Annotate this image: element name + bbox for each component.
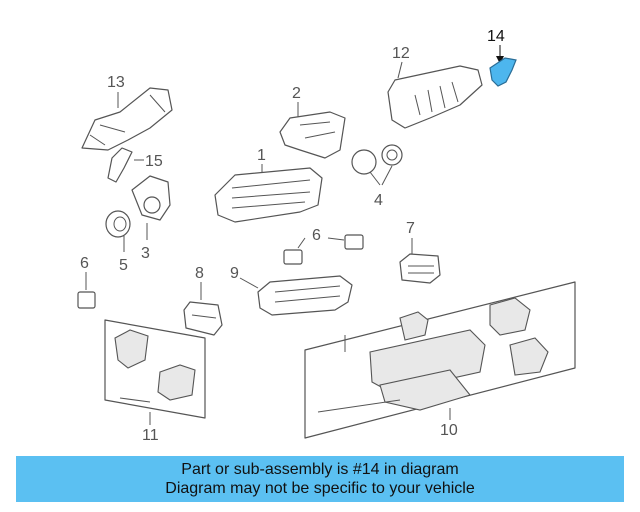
callout-6-left: 6	[80, 255, 89, 272]
part-4-round-vents[interactable]	[351, 144, 403, 175]
part-15-clip[interactable]	[107, 147, 133, 183]
callout-5-left: 5	[119, 257, 128, 274]
callout-8: 8	[195, 265, 204, 282]
part-8-vent[interactable]	[183, 301, 223, 336]
info-banner: Part or sub-assembly is #14 in diagram D…	[16, 456, 624, 502]
part-10-assembly-box[interactable]	[304, 281, 576, 439]
part-1-center-vent[interactable]	[214, 167, 323, 223]
callout-11: 11	[142, 427, 159, 444]
part-3-housing[interactable]	[131, 175, 171, 221]
part-2-bracket[interactable]	[279, 111, 346, 159]
callout-10: 10	[440, 422, 458, 439]
callout-4: 4	[374, 192, 383, 209]
part-9-vent[interactable]	[257, 275, 353, 316]
callout-3: 3	[141, 245, 150, 262]
parts-diagram: 13 15 3 5 6 2 1 4 12	[77, 28, 576, 444]
banner-line-2: Diagram may not be specific to your vehi…	[165, 480, 475, 497]
part-5-vent-left[interactable]	[105, 210, 131, 238]
part-12-duct[interactable]	[387, 65, 483, 129]
part-6-clip-left[interactable]	[77, 291, 96, 309]
callout-13: 13	[107, 74, 125, 91]
part-13-duct[interactable]	[81, 87, 173, 151]
part-11-assembly-box[interactable]	[104, 319, 206, 419]
part-14-bracket-highlighted[interactable]	[489, 57, 517, 87]
callout-14: 14	[487, 28, 505, 45]
callout-1: 1	[257, 147, 266, 164]
part-6-clips-right[interactable]	[283, 234, 364, 265]
callout-15: 15	[145, 153, 163, 170]
callout-7: 7	[406, 220, 415, 237]
callout-2: 2	[292, 85, 301, 102]
callout-6-right: 6	[312, 227, 321, 244]
callout-9: 9	[230, 265, 239, 282]
callout-12: 12	[392, 45, 410, 62]
part-7-vent[interactable]	[399, 253, 441, 284]
banner-line-1: Part or sub-assembly is #14 in diagram	[181, 461, 459, 478]
